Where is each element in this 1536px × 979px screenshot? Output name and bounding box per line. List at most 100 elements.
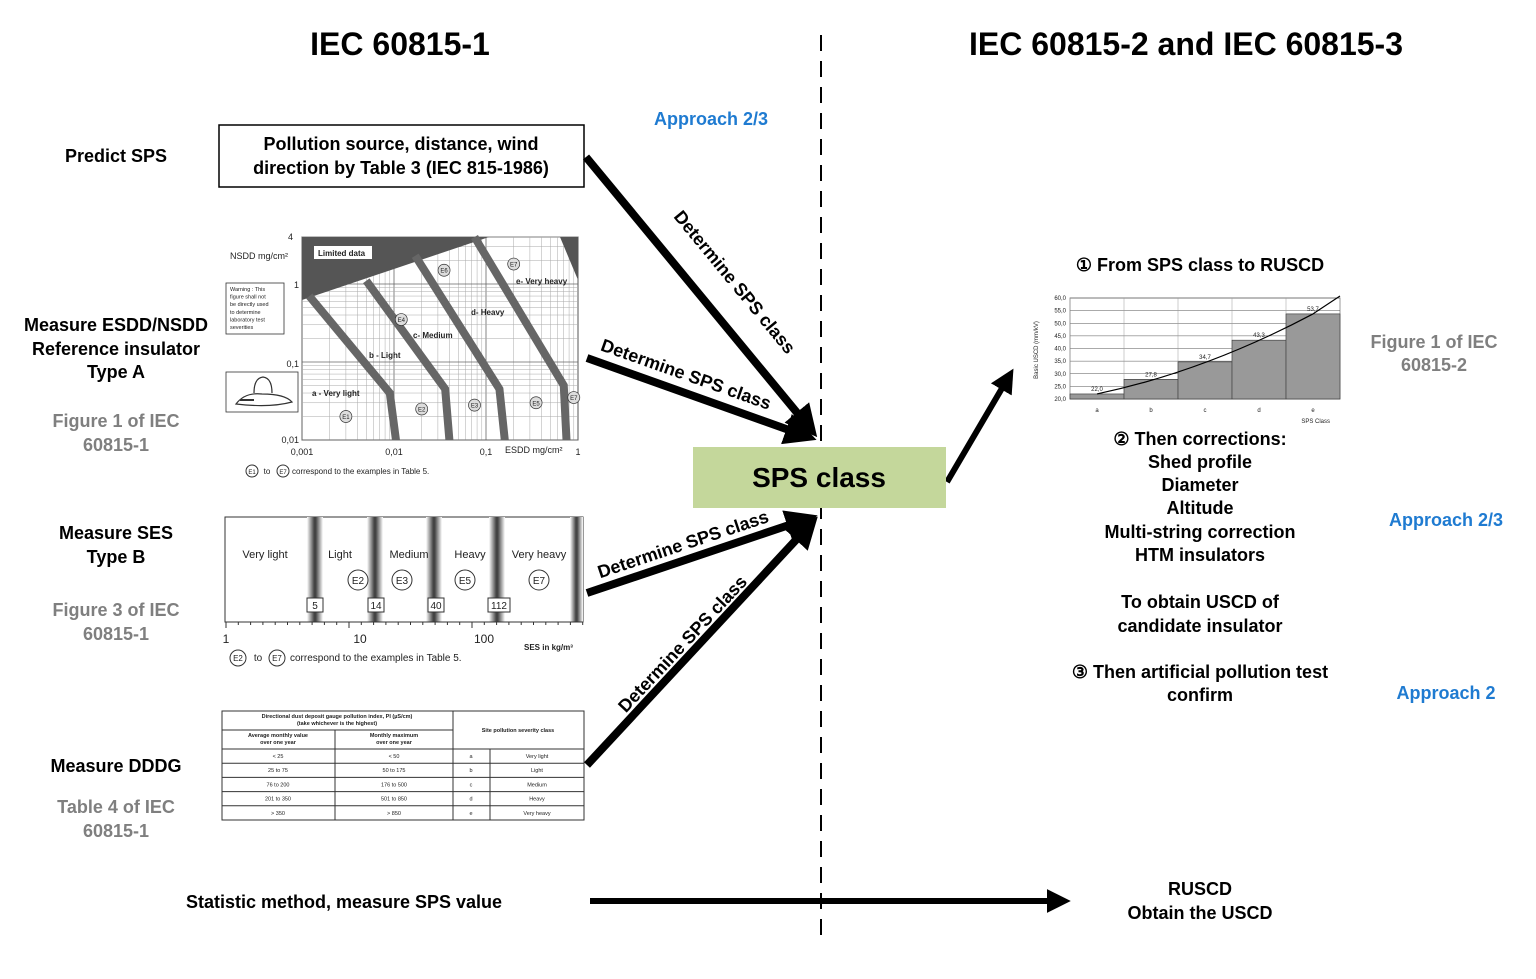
warning-text: Warning : This <box>230 287 265 293</box>
approach-mid: Approach 2/3 <box>1389 510 1503 530</box>
left-title: IEC 60815-1 <box>310 26 490 62</box>
example-marker <box>437 263 451 277</box>
table-header-max-2: over one year <box>376 740 413 746</box>
ses-boundary-band <box>367 517 383 622</box>
zone-boundary-band <box>471 234 571 441</box>
label-ses-fig-1: Figure 3 of IEC <box>52 600 179 620</box>
example-label: E6 <box>440 269 448 275</box>
warning-text: laboratory test <box>230 317 265 323</box>
zone-boundary-band <box>411 253 509 441</box>
sps-class-label: SPS class <box>752 462 886 493</box>
ses-chart: Very light Light Medium Heavy Very heavy… <box>223 516 584 667</box>
bar-ylabel: Basic USCD (mm/kV) <box>1034 321 1040 379</box>
ses-footnote-to-marker: E7 <box>272 654 282 663</box>
table-header-avg-2: over one year <box>260 740 297 746</box>
correction-item: Altitude <box>1167 498 1234 518</box>
sps-class-box <box>693 447 946 508</box>
zone-label-a: a - Very light <box>312 389 360 398</box>
bar-y-tick: 25,0 <box>1054 384 1066 390</box>
table-cell: 25 to 75 <box>268 768 288 774</box>
ses-boundary-value-box <box>487 597 511 613</box>
ses-plot-area <box>224 516 584 623</box>
right-title: IEC 60815-2 and IEC 60815-3 <box>969 26 1403 62</box>
y-tick: 4 <box>288 232 293 242</box>
x-tick: 1 <box>575 447 580 457</box>
footnote-to-marker: E7 <box>279 470 287 476</box>
esdd-ylabel: NSDD mg/cm² <box>230 251 288 261</box>
bar-x-tick: b <box>1149 408 1153 414</box>
example-label: E1 <box>342 415 350 421</box>
predict-box <box>218 124 585 188</box>
label-esdd-1: Measure ESDD/NSDD <box>24 315 208 335</box>
label-ses-2: Type B <box>87 547 146 567</box>
table-header-avg: Average monthly value <box>248 733 308 739</box>
predict-box-line-2: direction by Table 3 (IEC 815-1986) <box>253 158 549 178</box>
label-esdd-3: Type A <box>87 362 145 382</box>
table-cell: Light <box>531 768 543 774</box>
example-label: E7 <box>570 396 578 402</box>
bar <box>1069 393 1125 400</box>
esdd-xlabel: ESDD mg/cm² <box>505 445 563 455</box>
ses-boundary-value: 40 <box>430 601 442 612</box>
ses-x-tick: 10 <box>353 632 367 646</box>
table-cell: 76 to 200 <box>267 782 290 788</box>
table-cell: a <box>469 754 473 760</box>
obtain-line-1: To obtain USCD of <box>1121 592 1280 612</box>
ses-example-marker <box>454 569 476 591</box>
table-header-main-2: (take whichever is the highest) <box>297 721 377 727</box>
ses-footnote-from: E2 <box>233 654 243 663</box>
figure-iec-60815-2-2: 60815-2 <box>1401 355 1467 375</box>
label-ses-fig-2: 60815-1 <box>83 624 149 644</box>
ses-zone: Medium <box>389 549 428 561</box>
bar-value-label: 27,8 <box>1145 372 1157 378</box>
x-tick: 0,001 <box>291 447 314 457</box>
footnote-to: to <box>264 467 271 476</box>
ses-zone: Very light <box>242 549 287 561</box>
table-header-main: Directional dust deposit gauge pollution… <box>262 714 413 720</box>
ses-boundary-value: 5 <box>312 601 318 612</box>
ses-example-label: E7 <box>533 576 546 587</box>
table-cell: Very light <box>526 754 549 760</box>
bar <box>1285 313 1341 400</box>
x-tick: 0,1 <box>480 447 493 457</box>
step3-line-1: ③ Then artificial pollution test <box>1072 662 1328 682</box>
ses-boundary-value: 112 <box>491 601 507 612</box>
example-label: E3 <box>471 404 479 410</box>
table-cell: b <box>469 768 472 774</box>
insulator-icon <box>234 376 294 407</box>
warning-text: be directly used <box>230 302 269 308</box>
step1-label: ① From SPS class to RUSCD <box>1076 255 1324 275</box>
predict-box-line-1: Pollution source, distance, wind <box>263 134 538 154</box>
ses-boundary-value-box <box>306 597 324 613</box>
bar-value-label: 22,0 <box>1091 387 1103 393</box>
step2-label: ② Then corrections: <box>1113 429 1286 449</box>
example-marker <box>468 398 481 412</box>
table-cell: > 350 <box>271 811 285 817</box>
warning-box <box>225 282 285 335</box>
arrow-predict <box>582 154 818 438</box>
bar-y-tick: 45,0 <box>1054 334 1066 340</box>
table-cell: < 50 <box>389 754 400 760</box>
zone-boundary-band <box>306 293 400 441</box>
ruscd-label: RUSCD <box>1168 879 1232 899</box>
bar <box>1177 361 1233 400</box>
example-marker <box>415 402 429 416</box>
bar-x-tick: d <box>1257 408 1260 414</box>
table-cell: c <box>470 782 473 788</box>
bar-y-tick: 60,0 <box>1054 296 1066 302</box>
label-dddg-fig-2: 60815-1 <box>83 821 149 841</box>
bar-x-tick: a <box>1095 408 1099 414</box>
example-label: E5 <box>532 401 540 407</box>
table-border <box>221 710 585 821</box>
arrow-ses <box>585 510 818 597</box>
arrow-esdd <box>585 354 817 445</box>
example-label: E4 <box>398 318 406 324</box>
bar-x-tick: c <box>1204 408 1207 414</box>
approach-bottom: Approach 2 <box>1396 683 1495 703</box>
limited-data-region-right <box>560 237 578 280</box>
bar-y-tick: 20,0 <box>1054 397 1066 403</box>
example-marker <box>339 410 353 423</box>
ses-x-tick: 100 <box>474 632 494 646</box>
